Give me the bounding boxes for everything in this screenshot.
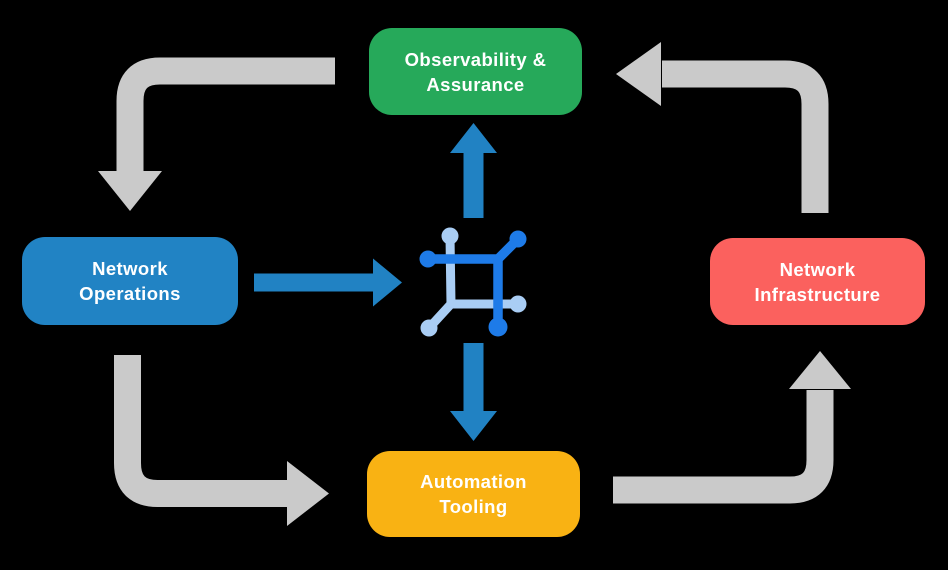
arrow-observability-to-operations: [98, 57, 335, 211]
node-observability-assurance: Observability & Assurance: [369, 28, 582, 115]
node-observability-assurance-label: Observability & Assurance: [404, 48, 547, 95]
arrow-center-to-automation: [450, 343, 497, 441]
node-network-operations: Network Operations: [22, 237, 238, 325]
arrow-operations-to-center: [254, 258, 402, 307]
node-network-infrastructure: Network Infrastructure: [710, 238, 925, 325]
node-automation-tooling-label: Automation Tooling: [420, 471, 527, 517]
network-mesh-icon: [419, 227, 527, 337]
arrow-automation-to-infrastructure: [613, 351, 851, 504]
arrow-center-to-observability: [450, 123, 497, 218]
node-automation-tooling: Automation Tooling: [367, 451, 580, 537]
node-network-operations-label: Network Operations: [79, 258, 181, 304]
arrow-infrastructure-to-observability: [616, 42, 829, 213]
node-network-infrastructure-label: Network Infrastructure: [754, 258, 881, 305]
arrow-operations-to-automation: [114, 355, 329, 526]
